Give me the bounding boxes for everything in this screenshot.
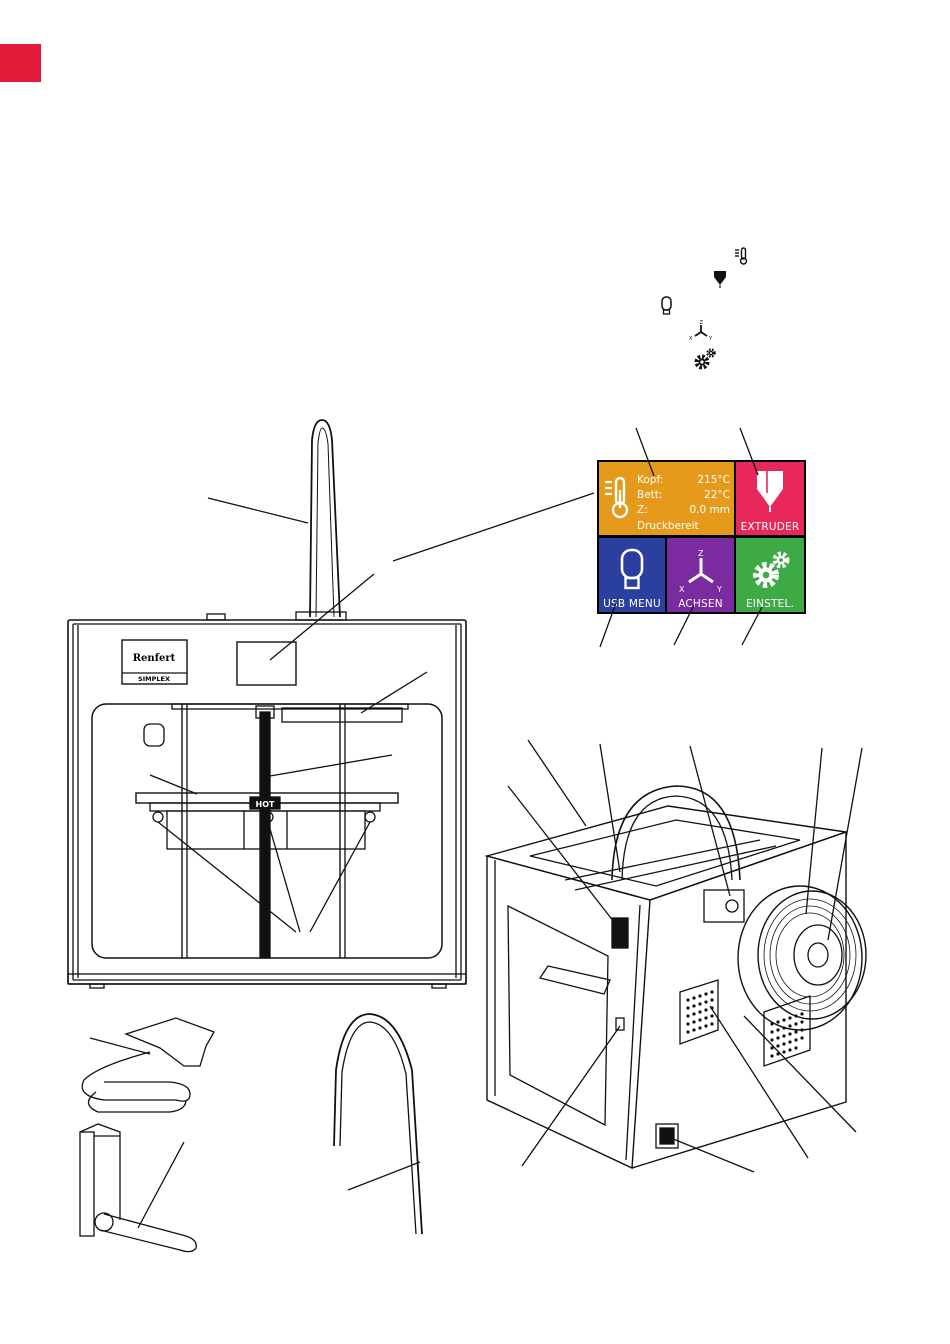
callout-axes xyxy=(674,605,694,645)
rear-view-printer xyxy=(487,740,866,1172)
callout-extruder xyxy=(740,428,758,475)
callout-status xyxy=(636,428,654,476)
fan-grille-pattern xyxy=(686,990,803,1057)
spool-holder-stand xyxy=(80,1124,196,1252)
printer-logo-text: Renfert xyxy=(133,653,176,664)
callout-lcd xyxy=(393,493,594,561)
callout-usb xyxy=(600,603,616,647)
hot-warning-label: HOT xyxy=(256,800,275,809)
callout-settings xyxy=(742,607,762,645)
printer-model-text: SIMPLEX xyxy=(138,675,170,683)
spare-filament-tube xyxy=(334,1014,422,1234)
spool-holder-part xyxy=(82,1018,214,1112)
front-view-printer xyxy=(68,420,466,988)
